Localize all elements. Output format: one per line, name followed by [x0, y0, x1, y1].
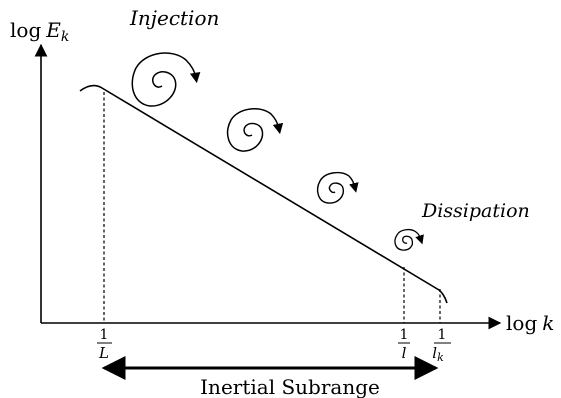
dissipation-label: Dissipation [421, 200, 530, 222]
tick-label-l: 1 l [398, 327, 410, 362]
tick-label-L: 1 L [97, 327, 112, 362]
svg-text:lk: lk [432, 344, 444, 364]
svg-text:L: L [98, 344, 109, 362]
eddy-tiny-icon [394, 228, 424, 251]
eddy-small-icon [316, 171, 359, 204]
svg-text:1: 1 [400, 327, 409, 343]
svg-text:1: 1 [438, 327, 447, 343]
energy-spectrum-curve [79, 84, 448, 304]
eddy-medium-icon [226, 108, 284, 152]
tick-label-lk: 1 lk [432, 327, 451, 364]
injection-label: Injection [129, 6, 219, 30]
svg-text:l: l [402, 344, 407, 362]
svg-text:1: 1 [100, 327, 109, 343]
inertial-subrange-label: Inertial Subrange [200, 375, 380, 398]
eddy-large-icon [131, 52, 201, 107]
